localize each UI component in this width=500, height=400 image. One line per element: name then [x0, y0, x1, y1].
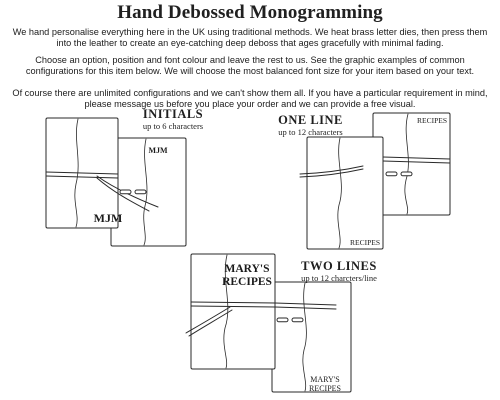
two-lines-back-line-1: MARY'S [310, 375, 339, 384]
page-title: Hand Debossed Monogramming [117, 2, 383, 23]
one-line-back-text: RECIPES [417, 116, 447, 125]
intro-paragraph-2: Choose an option, position and font colo… [25, 55, 475, 76]
one-line-title: ONE LINE [278, 113, 343, 127]
two-lines-front-line-1: MARY'S [225, 263, 270, 275]
two-lines-wrap-strap [185, 301, 337, 337]
initials-back-text: MJM [148, 146, 168, 155]
initials-label: INITIALS up to 6 characters [128, 107, 218, 132]
initials-subtitle: up to 6 characters [142, 121, 204, 131]
initials-back-journal [110, 137, 187, 247]
one-line-label: ONE LINE up to 12 characters [268, 113, 353, 138]
intro-paragraph-1: We hand personalise everything here in t… [12, 27, 488, 48]
two-lines-front-line-2: RECIPES [222, 276, 272, 288]
two-lines-title: TWO LINES [301, 259, 377, 273]
two-lines-back-journal [271, 281, 352, 393]
two-lines-front-journal [190, 253, 276, 370]
initials-front-text: MJM [94, 211, 123, 225]
initials-front-journal [45, 117, 119, 229]
initials-title: INITIALS [142, 107, 204, 121]
intro-paragraph-3: Of course there are unlimited configurat… [12, 88, 488, 109]
two-lines-back-line-2: RECIPES [309, 384, 341, 393]
two-lines-label: TWO LINES up to 12 charcters/line [279, 259, 399, 284]
initials-wrap-strap [45, 171, 159, 212]
one-line-front-journal [306, 136, 384, 250]
one-line-subtitle: up to 12 characters [278, 127, 343, 137]
two-lines-subtitle: up to 12 charcters/line [301, 273, 377, 283]
one-line-wrap-strap [299, 156, 451, 178]
one-line-front-text: RECIPES [350, 238, 380, 247]
one-line-back-journal [372, 112, 451, 216]
